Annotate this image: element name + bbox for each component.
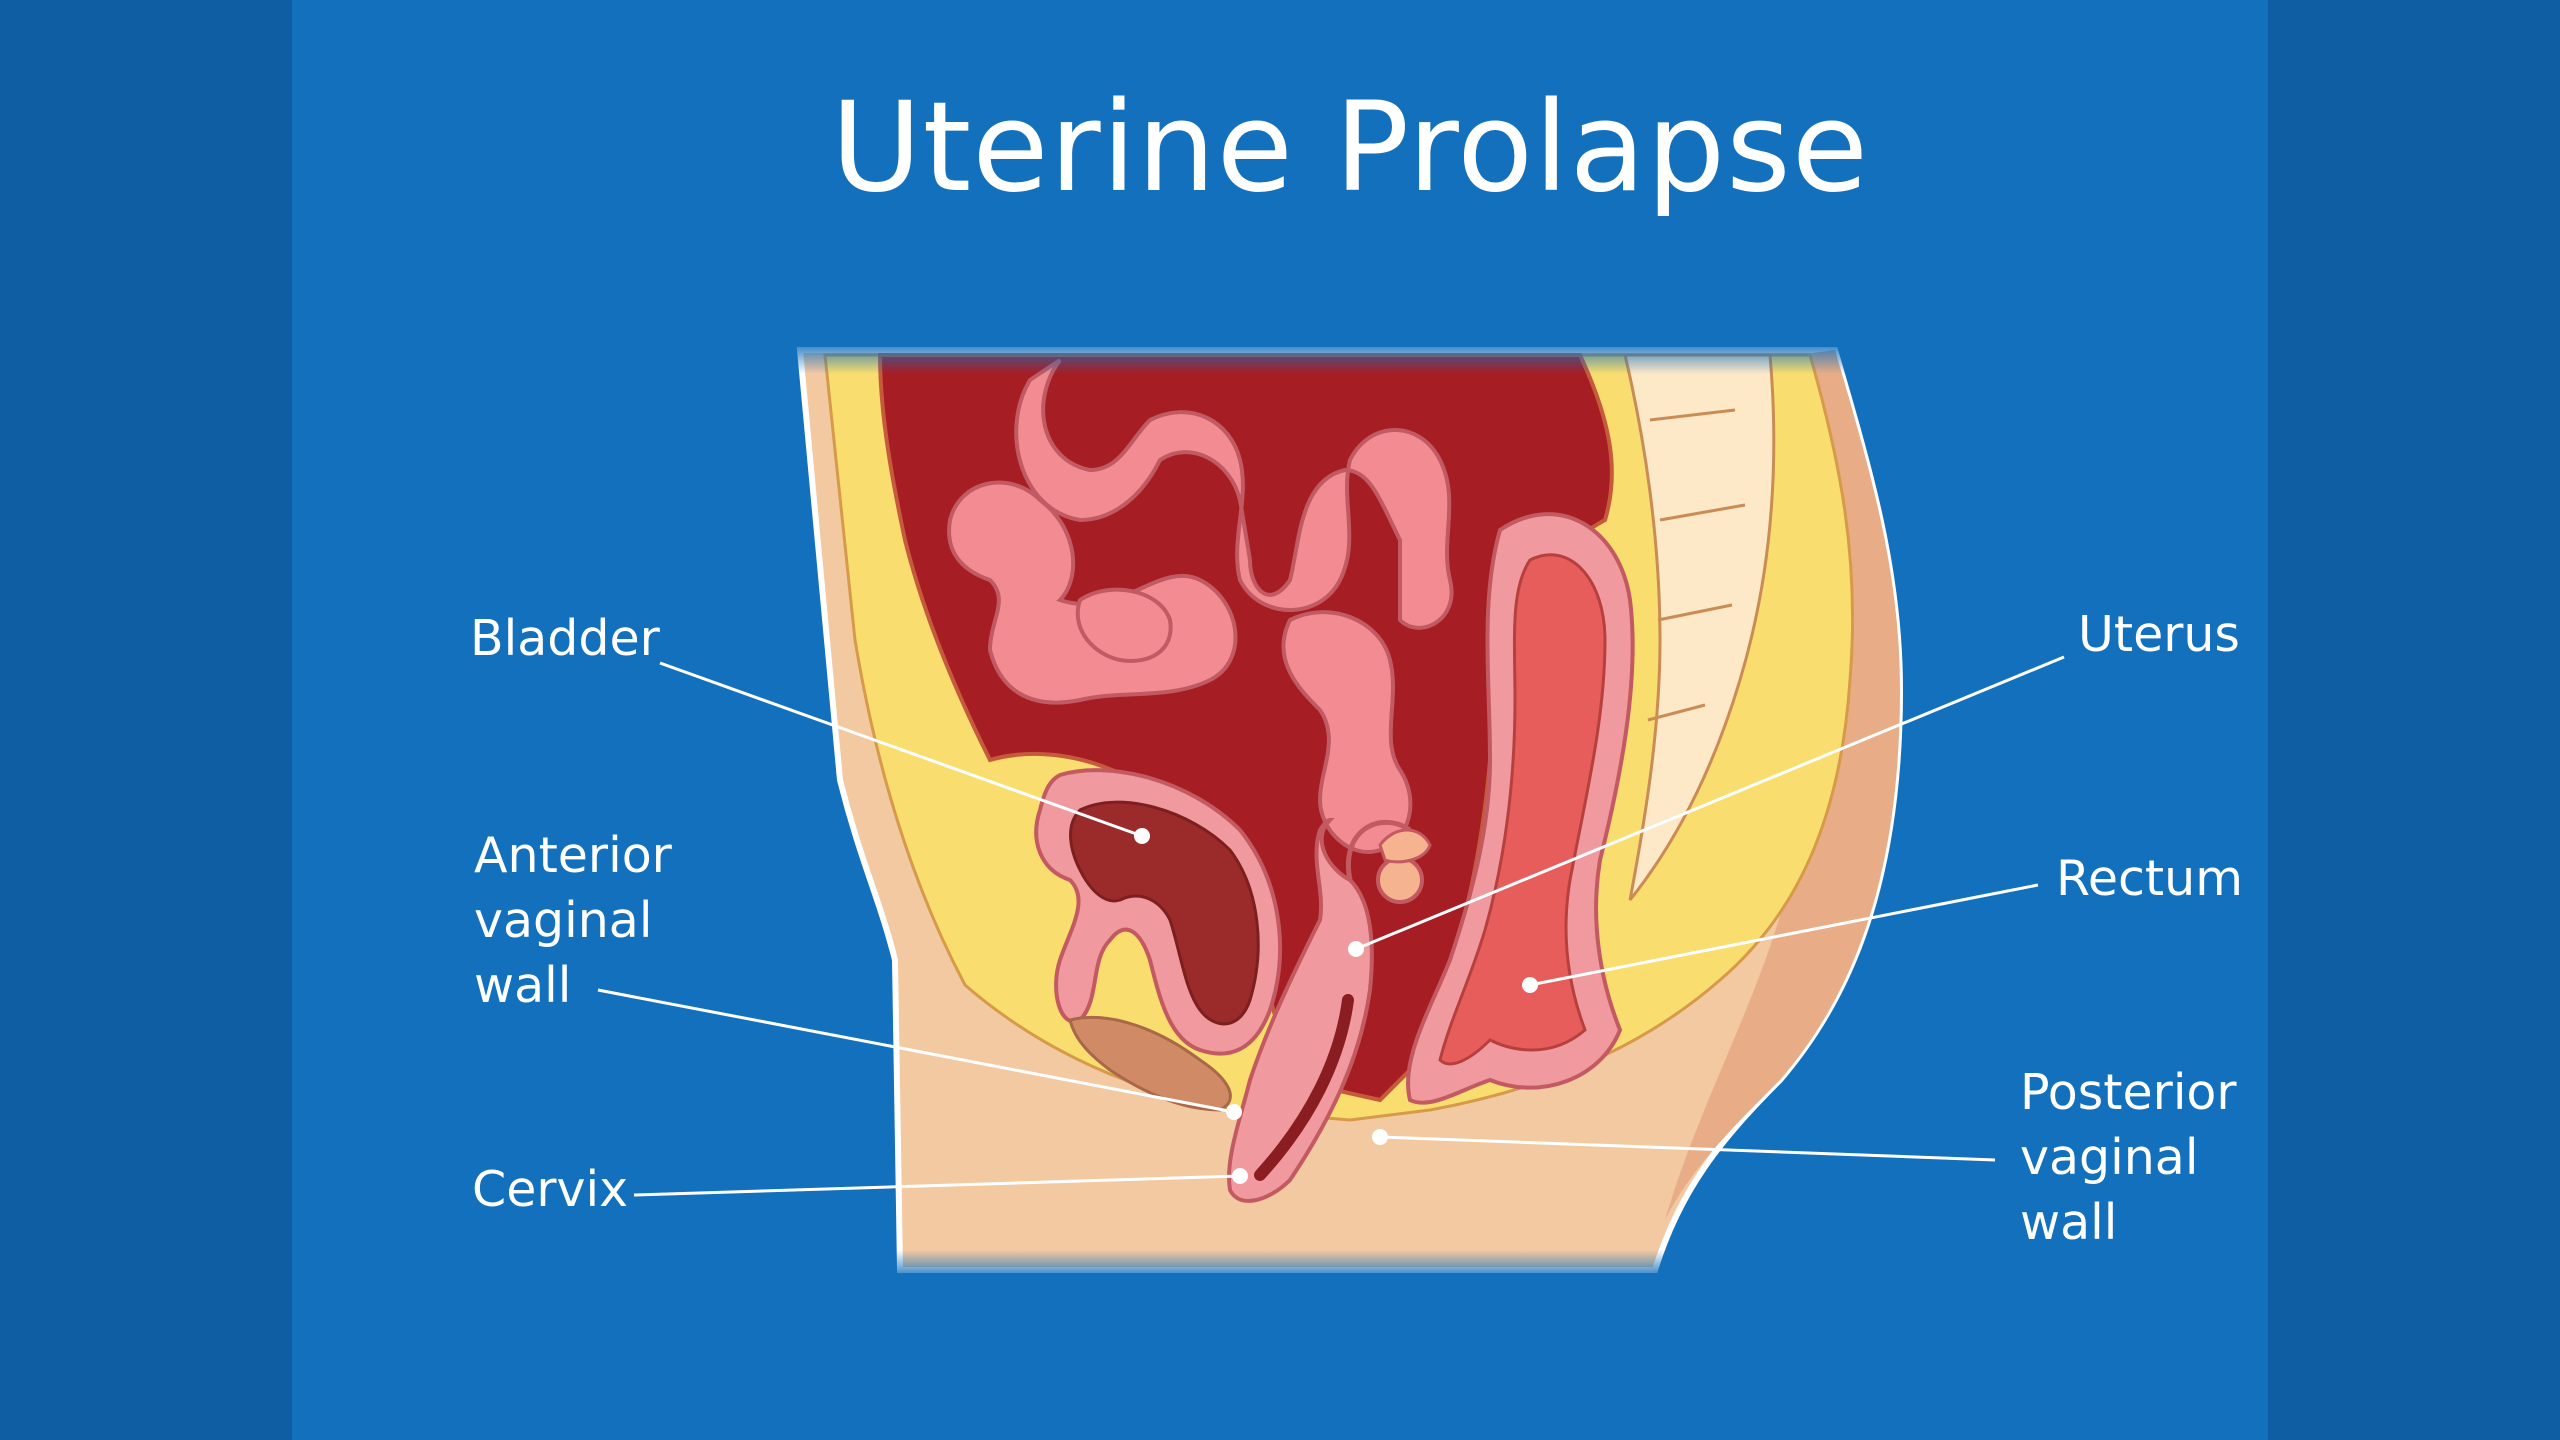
bladder-lumen [1069,800,1260,1026]
uterus-canal [1254,994,1354,1181]
bottom-fade [880,1250,1680,1280]
intestines [947,358,1454,854]
left-border-band [0,0,292,1440]
fallopian-tube [1346,819,1412,881]
fimbriae [1378,828,1432,864]
leader-anterior-vaginal-wall [597,988,1235,1114]
label-bladder: Bladder [470,610,660,667]
leader-rectum [1529,883,2039,987]
label-cervix: Cervix [472,1161,629,1218]
dot-posterior-vaginal-wall [1372,1129,1388,1145]
dot-anterior-vaginal-wall [1226,1104,1242,1120]
label-uterus: Uterus [2078,606,2240,663]
label-rectum: Rectum [2056,850,2243,907]
dot-cervix [1232,1168,1248,1184]
leader-uterus [1355,655,2065,951]
leader-lines [597,655,2065,1197]
dot-uterus [1348,941,1364,957]
right-border-band [2268,0,2560,1440]
sacrum-line [1647,408,1746,722]
top-fade [790,340,1850,374]
sacrum [1623,353,1776,901]
dot-bladder [1134,828,1150,844]
leader-bladder [659,661,1143,838]
ovary [1376,856,1424,904]
leader-cervix [633,1174,1241,1197]
rectum-lumen [1438,553,1607,1066]
leader-dots [1134,828,1538,1184]
page-title: Uterine Prolapse [830,76,1870,220]
dot-rectum [1522,977,1538,993]
leader-posterior-vaginal-wall [1379,1135,1996,1162]
label-posterior-vaginal-wall: Posterior vaginal wall [2020,1064,2237,1251]
label-anterior-vaginal-wall: Anterior vaginal wall [474,827,672,1014]
uterus-shape [1227,817,1374,1203]
